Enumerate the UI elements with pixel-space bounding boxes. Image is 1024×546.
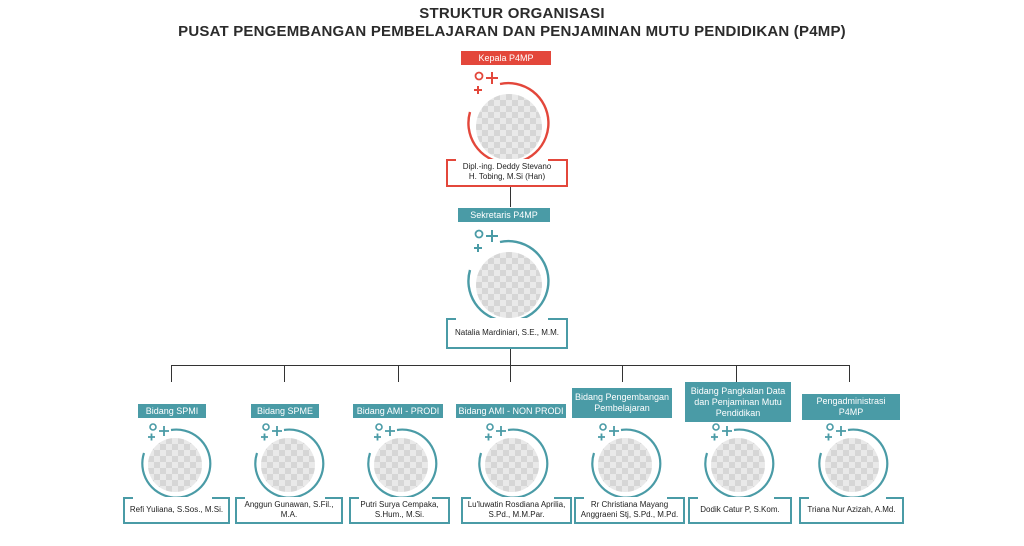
plus-icon bbox=[711, 433, 718, 441]
connector-drop-4 bbox=[510, 365, 511, 382]
division-photo-ring bbox=[141, 423, 212, 499]
secretary-role-label: Sekretaris P4MP bbox=[458, 208, 550, 222]
division-name-box: Dodik Catur P, S.Kom. bbox=[688, 497, 792, 524]
connector-secretary-bus bbox=[510, 349, 511, 366]
secretary-photo bbox=[476, 252, 542, 318]
division-name-box: Lu'luwatin Rosdiana Aprilia, S.Pd., M.M.… bbox=[461, 497, 572, 524]
head-name-line2: H. Tobing, M.Si (Han) bbox=[468, 172, 546, 181]
head-photo bbox=[476, 94, 542, 160]
division-photo-ring bbox=[818, 423, 889, 499]
division-role-label: Bidang AMI - NON PRODI bbox=[456, 404, 566, 418]
plus-icon bbox=[722, 426, 732, 436]
division-name-box: Refi Yuliana, S.Sos., M.Si. bbox=[123, 497, 230, 524]
connector-drop-2 bbox=[284, 365, 285, 382]
circle-icon bbox=[474, 229, 484, 239]
division-photo-ring bbox=[478, 423, 549, 499]
plus-icon bbox=[598, 433, 605, 441]
plus-icon bbox=[825, 433, 832, 441]
head-name-line1: Dipl.-ing. Deddy Stevano bbox=[462, 162, 552, 171]
plus-icon bbox=[385, 426, 395, 436]
circle-icon bbox=[149, 423, 157, 431]
chart-title: STRUKTUR ORGANISASI bbox=[419, 5, 605, 22]
division-photo bbox=[261, 438, 315, 492]
plus-icon bbox=[486, 72, 498, 84]
division-role-label: Bidang Pangkalan Data dan Penjaminan Mut… bbox=[685, 382, 791, 422]
connector-drop-1 bbox=[171, 365, 172, 382]
circle-icon bbox=[262, 423, 270, 431]
plus-icon bbox=[485, 433, 492, 441]
plus-icon bbox=[148, 433, 155, 441]
division-photo bbox=[598, 438, 652, 492]
division-photo bbox=[485, 438, 539, 492]
circle-icon bbox=[712, 423, 720, 431]
plus-icon bbox=[474, 86, 482, 94]
plus-icon bbox=[272, 426, 282, 436]
secretary-photo-ring bbox=[467, 229, 550, 323]
connector-drop-5 bbox=[622, 365, 623, 382]
division-name-box: Rr Christiana Mayang Anggraeni Stj, S.Pd… bbox=[574, 497, 685, 524]
connector-drop-7 bbox=[849, 365, 850, 382]
connector-head-secretary bbox=[510, 187, 511, 207]
division-photo bbox=[374, 438, 428, 492]
division-role-label: Pengadministrasi P4MP bbox=[802, 394, 900, 420]
plus-icon bbox=[474, 244, 482, 252]
connector-drop-3 bbox=[398, 365, 399, 382]
connector-drop-6 bbox=[736, 365, 737, 382]
circle-icon bbox=[474, 71, 484, 81]
plus-icon bbox=[374, 433, 381, 441]
division-name-box: Triana Nur Azizah, A.Md. bbox=[799, 497, 904, 524]
head-name-box: Dipl.-ing. Deddy Stevano H. Tobing, M.Si… bbox=[446, 159, 568, 187]
division-photo bbox=[148, 438, 202, 492]
secretary-name-box: Natalia Mardiniari, S.E., M.M. bbox=[446, 318, 568, 349]
division-photo-ring bbox=[367, 423, 438, 499]
plus-icon bbox=[261, 433, 268, 441]
division-photo-ring bbox=[591, 423, 662, 499]
division-role-label: Bidang AMI - PRODI bbox=[353, 404, 443, 418]
circle-icon bbox=[599, 423, 607, 431]
division-role-label: Bidang Pengembangan Pembelajaran bbox=[572, 388, 672, 418]
plus-icon bbox=[486, 230, 498, 242]
division-photo bbox=[711, 438, 765, 492]
plus-icon bbox=[609, 426, 619, 436]
plus-icon bbox=[836, 426, 846, 436]
chart-subtitle: PUSAT PENGEMBANGAN PEMBELAJARAN DAN PENJ… bbox=[178, 23, 846, 40]
division-role-label: Bidang SPME bbox=[251, 404, 319, 418]
circle-icon bbox=[826, 423, 834, 431]
head-photo-ring bbox=[467, 71, 550, 165]
plus-icon bbox=[496, 426, 506, 436]
division-photo bbox=[825, 438, 879, 492]
plus-icon bbox=[159, 426, 169, 436]
circle-icon bbox=[375, 423, 383, 431]
division-name-box: Putri Surya Cempaka, S.Hum., M.Si. bbox=[349, 497, 450, 524]
division-photo-ring bbox=[704, 423, 775, 499]
division-role-label: Bidang SPMI bbox=[138, 404, 206, 418]
division-photo-ring bbox=[254, 423, 325, 499]
circle-icon bbox=[486, 423, 494, 431]
head-role-label: Kepala P4MP bbox=[461, 51, 551, 65]
division-name-box: Anggun Gunawan, S.Fil., M.A. bbox=[235, 497, 343, 524]
